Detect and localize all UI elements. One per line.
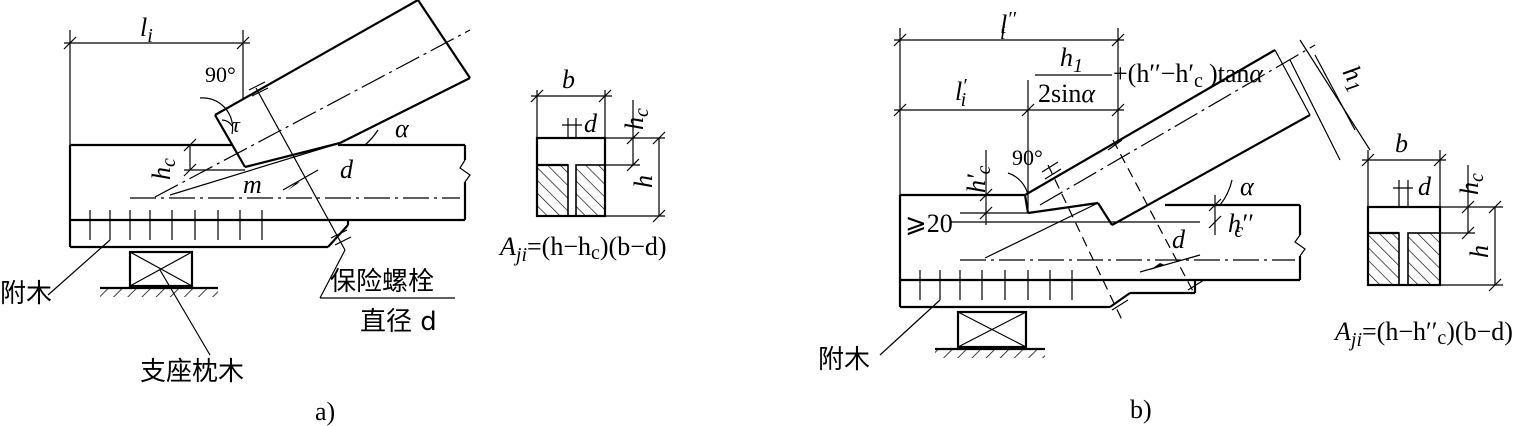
panel-b: l′′i l′i h1 2sinα +(h′′−h′c)tanα: [818, 8, 1513, 424]
dimension-li2: l′′i: [893, 8, 1125, 195]
nails-a: [89, 210, 263, 240]
upper-rafter: m 90° τ α: [154, 0, 471, 199]
label-li2: l′′i: [1000, 8, 1017, 44]
label-hc-section-b: hc: [1455, 173, 1488, 195]
label-li: li: [140, 13, 153, 47]
frac-num: h1: [1060, 43, 1083, 77]
dimension-li1: l′i h1 2sinα +(h′′−h′c)tanα: [893, 43, 1264, 210]
label-hc2: h′′c: [1228, 209, 1253, 242]
label-bolt-diameter: 直径 d: [360, 307, 437, 337]
label-li1: l′i: [955, 75, 967, 111]
safety-bolt-b: d: [1041, 139, 1205, 321]
label-h-section-b: h: [1465, 245, 1494, 258]
dimension-li: li: [63, 13, 250, 145]
label-90-b: 90°: [1012, 145, 1043, 170]
label-h-section-a: h: [629, 175, 658, 188]
dimension-hc2-b: h′′c: [1208, 195, 1253, 242]
nails-b: [919, 270, 1073, 300]
caption-b: b): [1130, 395, 1152, 424]
formula-b: Aji=(h−h′′c)(b−d): [1333, 317, 1513, 351]
plus-term: +(h′′−h′c)tanα: [1113, 59, 1264, 92]
section-a: b d hc h Aji=(h−hc)(b−d): [498, 65, 667, 266]
panel-a: li: [0, 0, 667, 426]
label-d-section-a: d: [584, 109, 598, 138]
caption-a: a): [315, 397, 335, 426]
label-ge20: ⩾20: [905, 209, 953, 238]
label-h1: h1: [1333, 61, 1373, 97]
label-bolt: 保险螺栓: [330, 267, 434, 297]
label-m: m: [243, 170, 262, 199]
label-pad-a: 附木: [0, 279, 52, 309]
formula-a: Aji=(h−hc)(b−d): [498, 232, 667, 266]
label-tau: τ: [232, 112, 241, 137]
support-b: 附木: [818, 299, 1045, 375]
label-d-a: d: [340, 155, 354, 184]
label-bearing: 支座枕木: [140, 357, 244, 387]
label-b-a: b: [562, 65, 575, 94]
label-d-b: d: [1172, 225, 1186, 254]
label-b-b: b: [1395, 129, 1408, 158]
lower-chord: [68, 143, 471, 249]
frac-den: 2sinα: [1038, 79, 1096, 108]
label-pad-b: 附木: [818, 345, 870, 375]
label-hc-section-a: hc: [620, 108, 653, 130]
support-a: 支座枕木 附木: [0, 239, 244, 387]
label-alpha: α: [395, 114, 410, 143]
label-alpha-b: α: [1240, 172, 1255, 201]
label-d-section-b: d: [1418, 172, 1432, 201]
safety-bolt: d 保险螺栓 直径 d: [248, 81, 455, 337]
label-hc1: h′c: [962, 165, 995, 193]
upper-rafter-b: 90° α h1: [1007, 39, 1373, 226]
dimension-hc-a: hc: [147, 138, 245, 180]
label-90: 90°: [205, 62, 236, 87]
label-hc-a: hc: [147, 158, 180, 180]
dimension-hc1-b: h′c ⩾20: [905, 150, 1028, 238]
lower-chord-b: [898, 193, 1306, 309]
section-b: b d hc h Aji=(h−h′′c)(b−d): [1333, 129, 1513, 351]
